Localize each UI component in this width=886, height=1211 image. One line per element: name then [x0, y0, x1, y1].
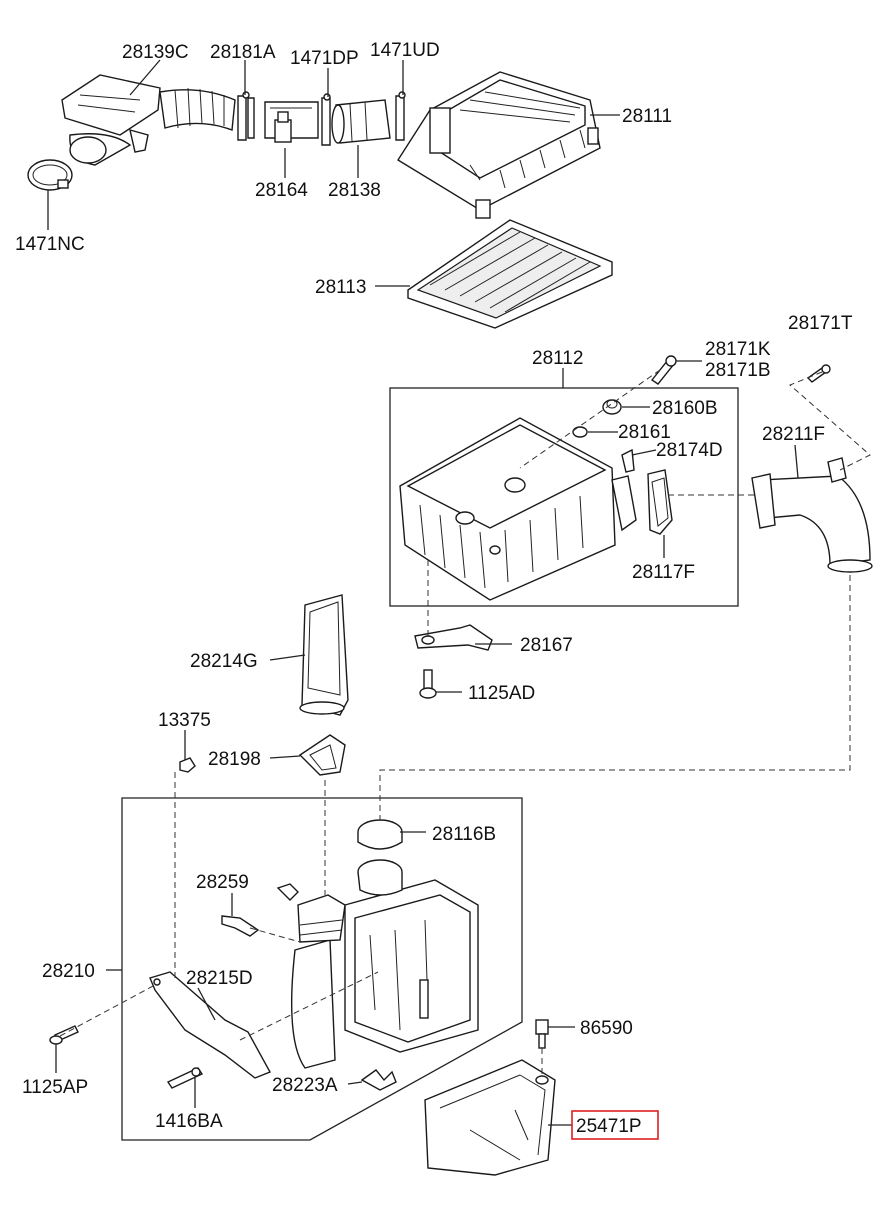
intake-duct-28139c: [61, 74, 161, 166]
label-28116b: 28116B: [432, 824, 496, 845]
nut-13375: [179, 757, 196, 773]
bracket-28215d: [149, 971, 271, 1079]
label-28223a: 28223A: [272, 1075, 338, 1096]
gasket-28117f: [611, 469, 673, 535]
resonator-body: [344, 859, 479, 1053]
label-28117f: 28117F: [632, 562, 695, 583]
heat-shield-25471p: [424, 1059, 556, 1176]
clip-28174d: [621, 448, 635, 473]
label-1471ud: 1471UD: [370, 40, 440, 61]
resonator-box: [121, 797, 523, 1141]
grommet-28160b: [602, 399, 622, 415]
air-inlet-snorkel-28214g: [299, 594, 349, 716]
label-1125ap: 1125AP: [22, 1077, 88, 1098]
cap-28116b: [357, 819, 403, 850]
wing-clip-28223a: [360, 1069, 397, 1091]
bolt-1125ad: [419, 669, 437, 699]
bolt-1416ba: [166, 1067, 204, 1089]
label-28210: 28210: [42, 961, 95, 982]
elbow-duct-28211f: [751, 457, 873, 573]
label-1471nc: 1471NC: [15, 234, 85, 255]
label-28198: 28198: [208, 749, 261, 770]
grommet-28161: [572, 426, 588, 438]
highlight-box-25471p: [571, 1110, 659, 1140]
part-labels: 28139C 28181A 1471DP 1471UD 28111 28164 …: [15, 40, 853, 1137]
hose-clamp-1471nc: [27, 159, 73, 191]
air-cleaner-lower-case: [399, 417, 616, 601]
dashed-connectors: [59, 369, 871, 1078]
clamp-1471ud: [395, 91, 406, 141]
duct-pipe: [290, 894, 346, 1069]
label-28161: 28161: [618, 422, 671, 443]
label-1125ad: 1125AD: [468, 683, 535, 704]
label-28138: 28138: [328, 180, 381, 201]
label-13375: 13375: [158, 710, 211, 731]
label-28112: 28112: [532, 348, 583, 369]
sensor-28164: [264, 101, 319, 143]
label-28171t: 28171T: [788, 313, 853, 334]
bellows-hose: [159, 87, 236, 131]
clamp-1471dp: [321, 93, 331, 146]
label-25471p: 25471P: [576, 1116, 642, 1137]
label-28113: 28113: [315, 277, 366, 298]
air-cleaner-cover-28111: [397, 71, 601, 219]
label-28139c: 28139C: [122, 42, 189, 63]
bracket-28167: [414, 624, 493, 651]
label-28160b: 28160B: [652, 398, 718, 419]
label-28171b: 28171B: [705, 360, 771, 381]
label-28214g: 28214G: [190, 651, 258, 672]
seal-28198: [298, 734, 346, 776]
bolt-86590: [535, 1019, 549, 1085]
label-28211f: 28211F: [762, 424, 825, 445]
label-1471dp: 1471DP: [290, 48, 359, 69]
label-28259: 28259: [196, 872, 249, 893]
label-28181a: 28181A: [210, 42, 276, 63]
label-28174d: 28174D: [656, 440, 723, 461]
bolt-28171k: [650, 355, 677, 385]
label-1416ba: 1416BA: [155, 1111, 223, 1132]
clamp-28181a: [237, 91, 255, 141]
lower-case-box: [389, 387, 739, 607]
clip-28259: [221, 883, 299, 937]
hose-28138: [331, 99, 391, 144]
leader-lines: [47, 59, 799, 1126]
label-28164: 28164: [255, 180, 308, 201]
label-86590: 86590: [580, 1018, 633, 1039]
label-28215d: 28215D: [186, 968, 253, 989]
bolt-28171t: [806, 364, 831, 383]
air-filter-28113: [407, 219, 613, 329]
label-28167: 28167: [520, 635, 573, 656]
label-28171k: 28171K: [705, 339, 771, 360]
label-28111: 28111: [622, 106, 672, 127]
